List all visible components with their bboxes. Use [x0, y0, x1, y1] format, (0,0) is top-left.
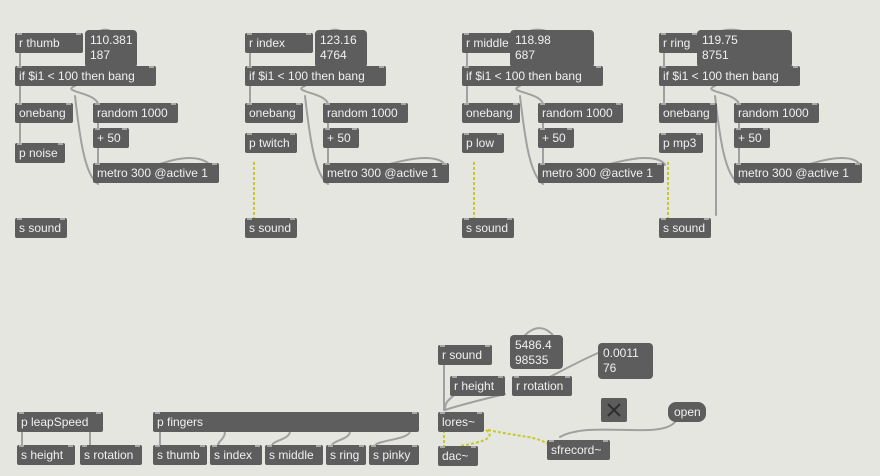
middle-add[interactable]: + 50	[538, 128, 574, 148]
send-height[interactable]: s height	[17, 445, 75, 465]
index-onebang[interactable]: onebang	[245, 103, 303, 123]
thumb-send-sound[interactable]: s sound	[15, 218, 67, 238]
middle-onebang[interactable]: onebang	[462, 103, 520, 123]
index-random[interactable]: random 1000	[323, 103, 408, 123]
open-message[interactable]: open	[668, 402, 706, 422]
thumb-condition-object[interactable]: if $i1 < 100 then bang	[15, 66, 156, 86]
ring-patcher[interactable]: p mp3	[659, 133, 703, 153]
middle-metro[interactable]: metro 300 @active 1	[538, 163, 664, 183]
toggle-x-icon	[607, 403, 621, 417]
index-metro[interactable]: metro 300 @active 1	[323, 163, 449, 183]
dac-output[interactable]: dac~	[438, 446, 478, 466]
lores-filter[interactable]: lores~	[438, 412, 484, 432]
send-index[interactable]: s index	[210, 445, 262, 465]
thumb-add[interactable]: + 50	[93, 128, 129, 148]
rotation-number-readout[interactable]: 0.0011 76	[598, 343, 653, 379]
receive-middle[interactable]: r middle	[462, 33, 517, 53]
receive-ring[interactable]: r ring	[659, 33, 699, 53]
middle-patcher[interactable]: p low	[462, 133, 504, 153]
middle-send-sound[interactable]: s sound	[462, 218, 514, 238]
leap-speed-patcher[interactable]: p leapSpeed	[17, 412, 103, 432]
index-condition-object[interactable]: if $i1 < 100 then bang	[245, 66, 386, 86]
thumb-patcher[interactable]: p noise	[15, 143, 65, 163]
receive-rotation[interactable]: r rotation	[512, 376, 572, 396]
send-thumb[interactable]: s thumb	[153, 445, 207, 465]
index-patcher[interactable]: p twitch	[245, 133, 297, 153]
send-rotation[interactable]: s rotation	[80, 445, 142, 465]
send-middle[interactable]: s middle	[265, 445, 323, 465]
index-send-sound[interactable]: s sound	[245, 218, 297, 238]
height-number-readout[interactable]: 5486.4 98535	[510, 335, 563, 369]
ring-number-readout[interactable]: 119.75 8751	[697, 30, 792, 68]
middle-number-readout[interactable]: 118.98 687	[510, 30, 594, 68]
thumb-number-readout[interactable]: 110.381 187	[85, 30, 137, 68]
ring-condition-object[interactable]: if $i1 < 100 then bang	[659, 66, 800, 86]
receive-sound[interactable]: r sound	[438, 345, 492, 365]
record-toggle[interactable]	[601, 398, 627, 422]
receive-height[interactable]: r height	[450, 376, 505, 396]
middle-random[interactable]: random 1000	[538, 103, 623, 123]
ring-random[interactable]: random 1000	[734, 103, 819, 123]
send-ring[interactable]: s ring	[326, 445, 366, 465]
sfrecord-object[interactable]: sfrecord~	[547, 440, 610, 460]
ring-metro[interactable]: metro 300 @active 1	[734, 163, 862, 183]
receive-thumb[interactable]: r thumb	[15, 33, 83, 53]
fingers-patcher[interactable]: p fingers	[153, 412, 419, 432]
thumb-random[interactable]: random 1000	[93, 103, 178, 123]
ring-onebang[interactable]: onebang	[659, 103, 717, 123]
receive-index[interactable]: r index	[245, 33, 313, 53]
index-number-readout[interactable]: 123.16 4764	[315, 30, 367, 68]
index-add[interactable]: + 50	[323, 128, 359, 148]
send-pinky[interactable]: s pinky	[369, 445, 419, 465]
middle-condition-object[interactable]: if $i1 < 100 then bang	[462, 66, 603, 86]
thumb-onebang[interactable]: onebang	[15, 103, 73, 123]
ring-send-sound[interactable]: s sound	[659, 218, 711, 238]
thumb-metro[interactable]: metro 300 @active 1	[93, 163, 219, 183]
ring-add[interactable]: + 50	[734, 128, 770, 148]
